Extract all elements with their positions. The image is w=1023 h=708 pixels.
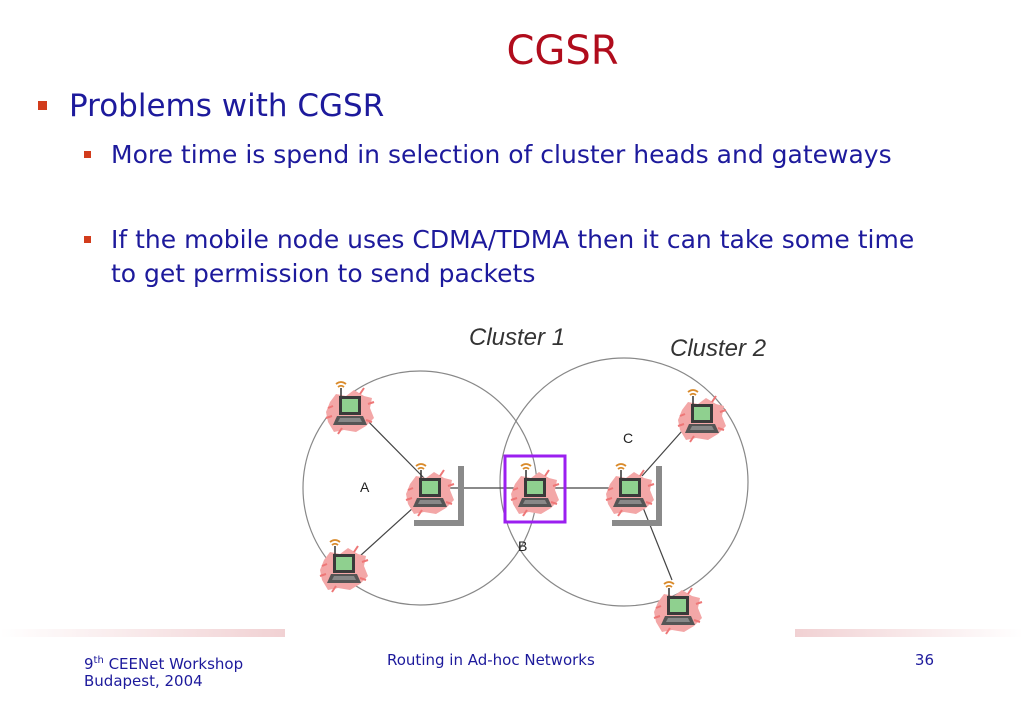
footer-center-title: Routing in Ad-hoc Networks <box>387 651 595 669</box>
laptop-node-icon <box>319 539 369 593</box>
cluster-2-circle <box>499 357 749 607</box>
bullet-text: Problems with CGSR <box>69 88 385 124</box>
laptop-node-icon <box>325 381 375 435</box>
cluster-1-label: Cluster 1 <box>469 324 565 351</box>
laptop-node-icon <box>405 463 455 517</box>
footer-location: Budapest, 2004 <box>84 672 203 690</box>
laptop-node-icon <box>677 389 727 443</box>
node-b-label: B <box>518 538 527 554</box>
laptop-node-icon <box>605 463 655 517</box>
footer-band-left <box>0 629 285 637</box>
cluster-head-marker-a <box>414 466 464 526</box>
node-c-label: C <box>623 430 633 446</box>
cgsr-cluster-diagram: Cluster 1 Cluster 2 A B C <box>302 324 766 635</box>
laptop-node-icon <box>653 581 703 635</box>
sub-bullet-text: More time is spend in selection of clust… <box>111 140 892 169</box>
footer-band-right <box>795 629 1023 637</box>
slide-title: CGSR <box>506 28 619 74</box>
gateway-box <box>503 454 567 524</box>
bullet-square-icon <box>38 101 47 110</box>
bullet-square-icon <box>84 236 91 243</box>
bullet-square-icon <box>84 151 91 158</box>
node-a-label: A <box>360 479 370 495</box>
cluster-head-marker-c <box>612 466 662 526</box>
laptop-node-icon <box>510 463 560 517</box>
sub-bullet-text: If the mobile node uses CDMA/TDMA then i… <box>111 225 915 288</box>
page-number: 36 <box>914 651 934 669</box>
cluster-2-label: Cluster 2 <box>670 335 766 362</box>
footer-workshop: 9th CEENet Workshop <box>84 655 244 673</box>
